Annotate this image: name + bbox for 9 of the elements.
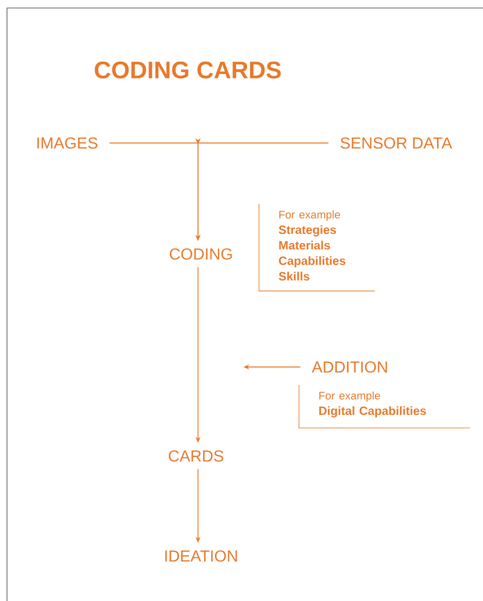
step-label: IDEATION (165, 550, 237, 562)
example-list: For example Strategies Materials Capabilities Skills (258, 204, 376, 292)
step-label: IMAGES (37, 137, 98, 149)
title: CODING CARDS (94, 62, 281, 78)
step-label: SENSOR DATA (340, 137, 452, 149)
step-label: ADDITION (312, 361, 387, 373)
step-label: CODING (170, 248, 232, 260)
example-list: For example Digital Capabilities (298, 384, 470, 428)
step-label: CARDS (168, 450, 224, 462)
